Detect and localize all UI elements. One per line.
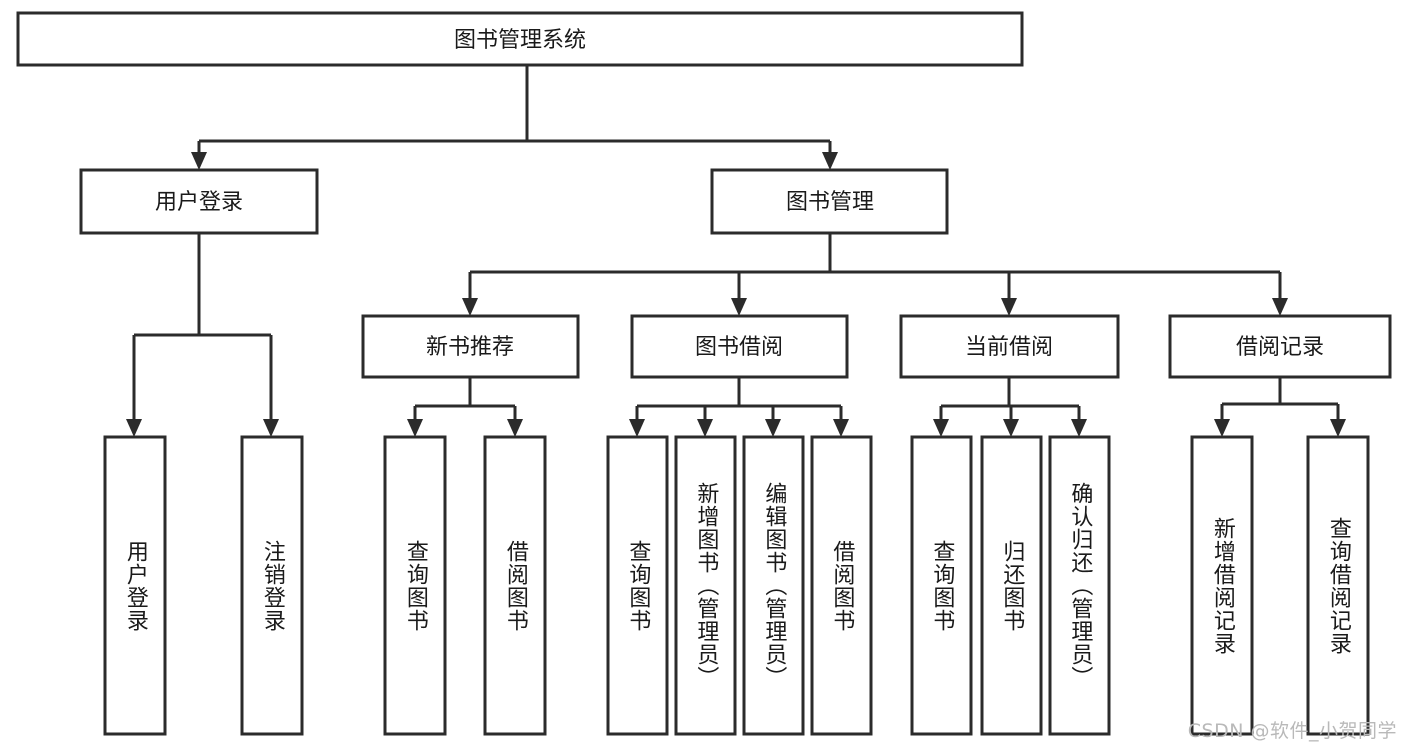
arrow-bm-to-current-borrow [1001,298,1017,316]
connector-group-user-login-to-leaves [126,233,279,437]
node-book-borrow-label: 图书借阅 [695,335,783,360]
arrow-br-to-leaf1 [1214,419,1230,437]
node-new-book-recommend[interactable]: 新书推荐 [361,314,580,379]
arrow-nb-to-leaf2 [507,419,523,437]
node-borrow-record-label: 借阅记录 [1236,335,1324,360]
leaf-box-add-record[interactable] [1190,435,1254,736]
arrow-bb-to-leaf1 [629,419,645,437]
node-book-borrow-box[interactable] [630,314,849,379]
leaf-box-query-record[interactable] [1306,435,1370,736]
node-book-manage-box[interactable] [710,168,949,235]
arrow-bb-to-leaf3 [765,419,781,437]
leaf-box-query-book-borrow[interactable] [606,435,669,736]
node-root-label: 图书管理系统 [454,28,586,53]
arrow-bm-to-new-book [462,298,478,316]
node-user-login-label: 用户登录 [155,190,243,215]
arrow-br-to-leaf2 [1330,419,1346,437]
leaf-box-borrow-book-rec[interactable] [483,435,547,736]
node-current-borrow-label: 当前借阅 [965,335,1053,360]
node-current-borrow-box[interactable] [899,314,1120,379]
connector-group-current-borrow-to-leaves [933,377,1087,437]
connector-group-book-borrow-to-leaves [629,377,849,437]
leaf-box-borrow-book[interactable] [810,435,873,736]
arrow-cb-to-leaf2 [1003,419,1019,437]
arrow-cb-to-leaf3 [1071,419,1087,437]
leaf-box-return-book[interactable] [980,435,1043,736]
node-book-borrow[interactable]: 图书借阅 [630,314,849,379]
node-new-book-recommend-box[interactable] [361,314,580,379]
connector-group-new-book-to-leaves [407,377,523,437]
node-user-login-box[interactable] [79,168,319,235]
arrow-root-to-book-manage [822,152,838,170]
connector-group-borrow-record-to-leaves [1214,377,1346,437]
node-book-manage-label: 图书管理 [786,190,874,215]
node-borrow-record[interactable]: 借阅记录 [1168,314,1392,379]
arrow-nb-to-leaf1 [407,419,423,437]
leaf-box-edit-book[interactable] [742,435,805,736]
leaf-box-query-book-rec[interactable] [383,435,447,736]
arrow-bb-to-leaf2 [697,419,713,437]
leaf-box-user-login[interactable] [103,435,167,736]
arrow-user-login-to-leaf1 [126,419,142,437]
node-user-login[interactable]: 用户登录 [79,168,319,235]
arrow-cb-to-leaf1 [933,419,949,437]
leaf-box-query-book-cur[interactable] [910,435,973,736]
node-new-book-recommend-label: 新书推荐 [426,335,514,360]
arrow-bm-to-book-borrow [731,298,747,316]
leaf-box-confirm-return[interactable] [1048,435,1111,736]
arrow-bb-to-leaf4 [833,419,849,437]
node-root-box[interactable] [16,11,1024,67]
node-borrow-record-box[interactable] [1168,314,1392,379]
leaf-box-add-book[interactable] [674,435,737,736]
leaf-boxes [103,435,1370,736]
arrow-bm-to-borrow-record [1272,298,1288,316]
arrow-root-to-user-login [191,152,207,170]
leaf-box-user-logout[interactable] [240,435,304,736]
node-book-manage[interactable]: 图书管理 [710,168,949,235]
connector-group-book-manage-to-level3 [462,233,1288,316]
connector-group-root-to-level2 [191,65,838,170]
node-root[interactable]: 图书管理系统 [16,11,1024,67]
node-current-borrow[interactable]: 当前借阅 [899,314,1120,379]
arrow-user-login-to-leaf2 [263,419,279,437]
csdn-watermark: CSDN @软件_小贺同学 [1187,720,1397,742]
